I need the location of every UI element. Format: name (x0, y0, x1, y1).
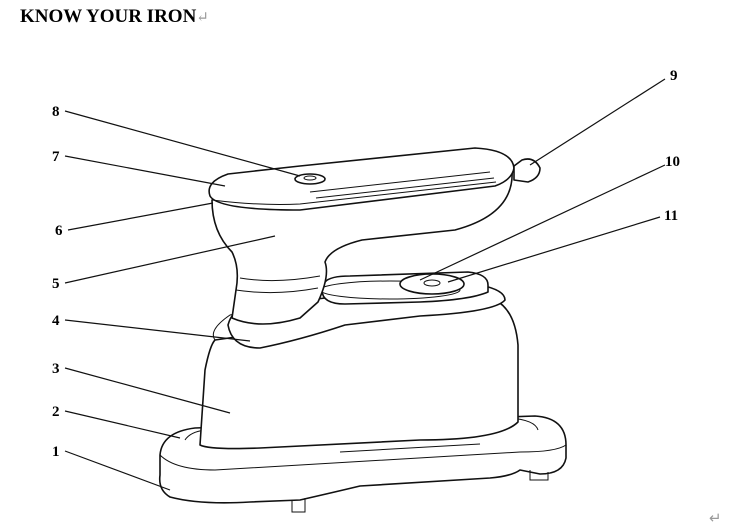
callout-9: 9 (670, 68, 678, 84)
callout-3: 3 (52, 361, 60, 377)
paragraph-mark-icon: ↵ (709, 509, 722, 527)
leader-lines (64, 78, 666, 491)
callout-labels: 1 2 3 4 5 6 7 8 9 10 11 (52, 68, 680, 460)
handle-top (208, 147, 541, 211)
callout-11: 11 (664, 208, 678, 224)
callout-1: 1 (52, 444, 60, 460)
callout-10: 10 (665, 154, 680, 170)
paragraph-mark-icon: ↵ (196, 10, 209, 26)
heading-text: KNOW YOUR IRON (20, 6, 197, 27)
section-heading: KNOW YOUR IRON↵ (20, 6, 209, 28)
callout-2: 2 (52, 404, 60, 420)
callout-7: 7 (52, 149, 60, 165)
callout-8: 8 (52, 104, 60, 120)
callout-6: 6 (55, 223, 63, 239)
callout-4: 4 (52, 313, 60, 329)
callout-5: 5 (52, 276, 60, 292)
